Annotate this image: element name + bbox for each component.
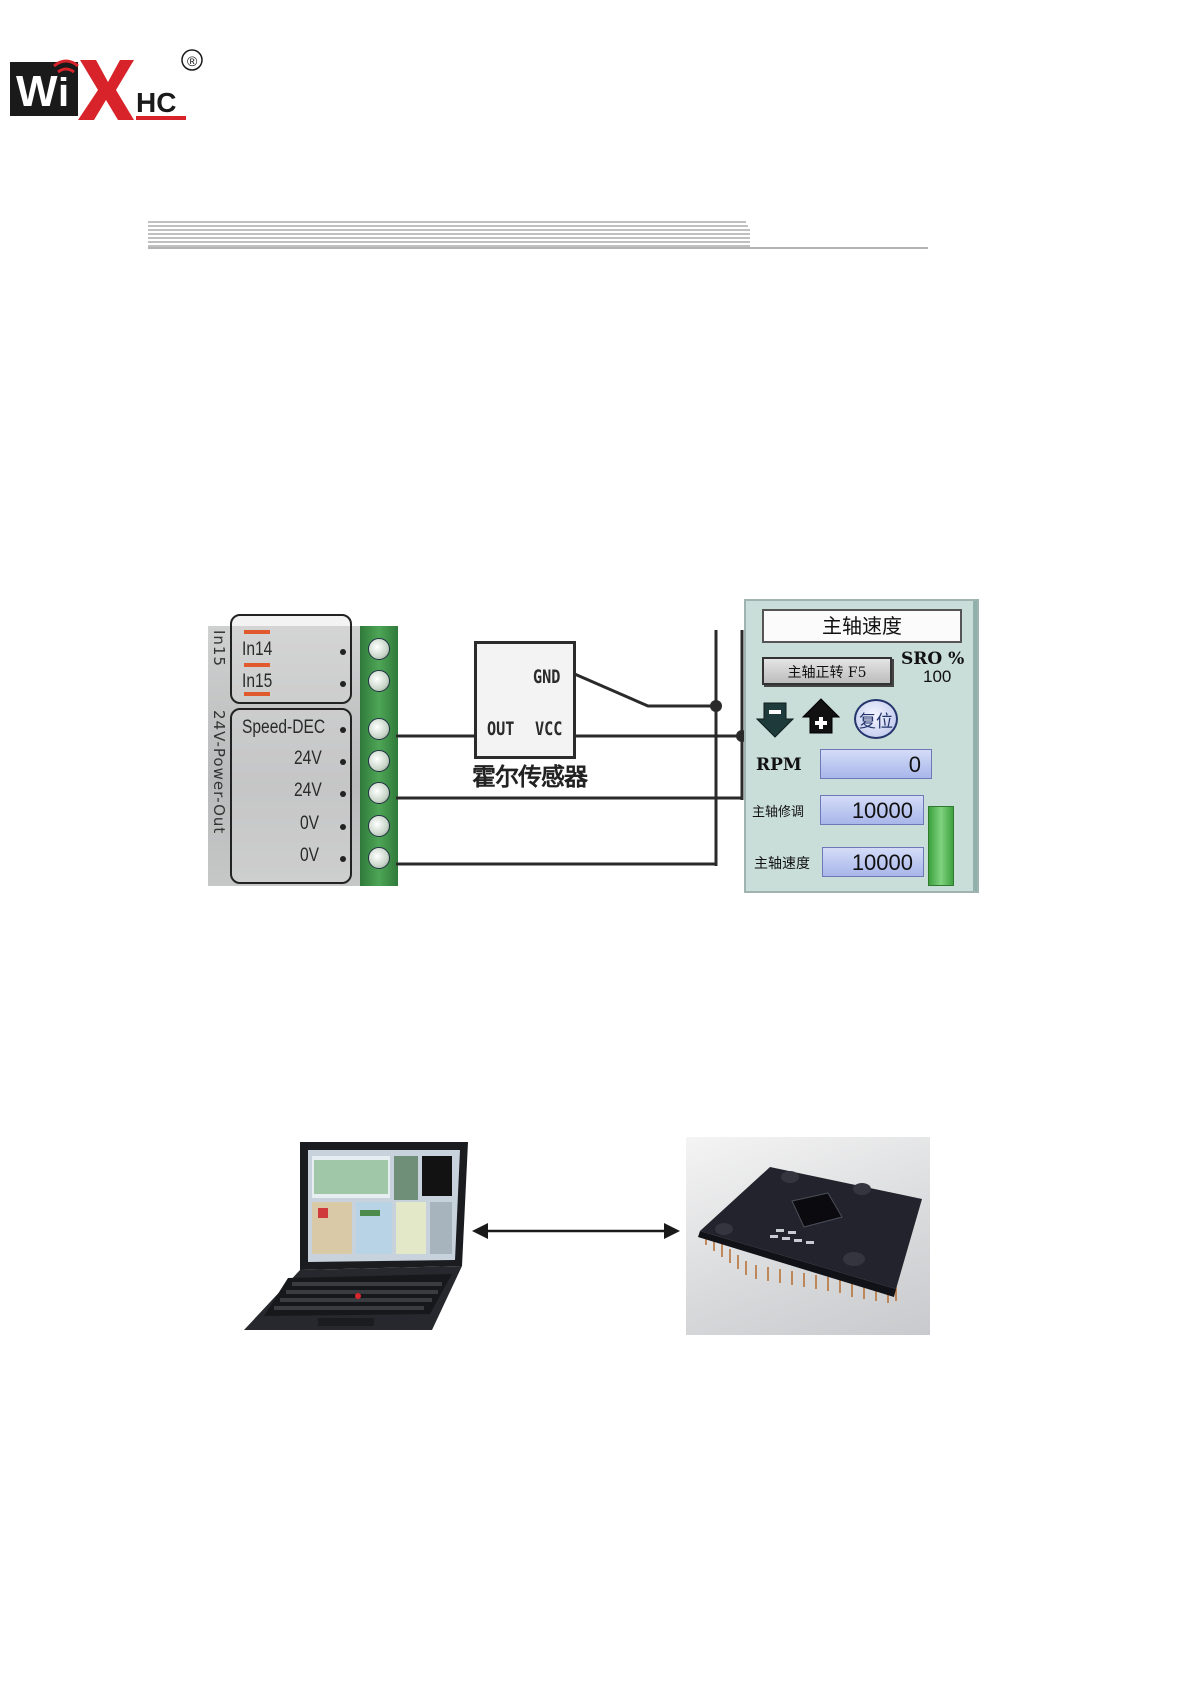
- spindle-forward-button[interactable]: 主轴正转 F5: [762, 657, 892, 685]
- pin-label-24v-2: 24V: [294, 780, 322, 802]
- screw-icon: [368, 718, 390, 740]
- pin-label-0v-1: 0V: [300, 813, 319, 835]
- spindle-override-field[interactable]: 10000: [820, 795, 924, 825]
- rpm-label: RPM: [756, 755, 802, 775]
- spindle-speed-label: 主轴速度: [754, 853, 810, 873]
- increase-speed-button[interactable]: [802, 697, 840, 735]
- hall-sensor-label: 霍尔传感器: [472, 757, 587, 792]
- pin-label-0v-2: 0V: [300, 845, 319, 867]
- spindle-override-label: 主轴修调: [752, 801, 804, 820]
- hall-sensor-box: GND OUT VCC: [474, 641, 576, 759]
- svg-text:i: i: [58, 71, 69, 115]
- screw-icon: [368, 847, 390, 869]
- svg-text:W: W: [16, 67, 58, 116]
- screw-icon: [368, 750, 390, 772]
- screw-icon: [368, 638, 390, 660]
- sro-value: 100: [923, 667, 951, 687]
- minus-arrow-down-icon: [756, 701, 794, 739]
- screw-icon: [368, 815, 390, 837]
- side-label-in15: In15: [210, 630, 228, 667]
- spindle-speed-field[interactable]: 10000: [822, 847, 924, 877]
- cpu-chip-image: [686, 1137, 930, 1335]
- rpm-value-field: 0: [820, 749, 932, 779]
- pin-label-24v-1: 24V: [294, 748, 322, 770]
- sensor-pin-out: OUT: [487, 718, 514, 740]
- header-rule: [148, 220, 928, 250]
- spindle-load-bar: [928, 806, 954, 886]
- wixhc-logo: W i HC ®: [8, 40, 208, 130]
- spindle-reset-button[interactable]: 复位: [854, 699, 898, 739]
- plus-arrow-up-icon: [802, 697, 840, 735]
- input-label-in15: In15: [242, 671, 272, 693]
- panel-title: 主轴速度: [762, 609, 962, 643]
- sensor-pin-gnd: GND: [533, 666, 560, 688]
- sensor-pin-vcc: VCC: [535, 718, 562, 740]
- sro-label: SRO %: [901, 649, 964, 669]
- side-label-power-out: 24V-Power-Out: [210, 710, 228, 834]
- svg-text:HC: HC: [136, 87, 176, 118]
- pin-label-speed-dec: Speed-DEC: [242, 717, 325, 739]
- spindle-speed-panel: 主轴速度 主轴正转 F5 SRO % 100 复位 RPM 0 主轴修调 100…: [744, 599, 979, 893]
- bidirectional-arrow-icon: [470, 1216, 682, 1246]
- screw-icon: [368, 670, 390, 692]
- input-label-in14: In14: [242, 639, 272, 661]
- screw-icon: [368, 782, 390, 804]
- wire-gnd: [570, 672, 716, 706]
- terminal-block: [360, 626, 398, 886]
- registered-mark: ®: [187, 53, 198, 69]
- laptop-computer-image: [240, 1138, 476, 1338]
- decrease-speed-button[interactable]: [756, 701, 794, 739]
